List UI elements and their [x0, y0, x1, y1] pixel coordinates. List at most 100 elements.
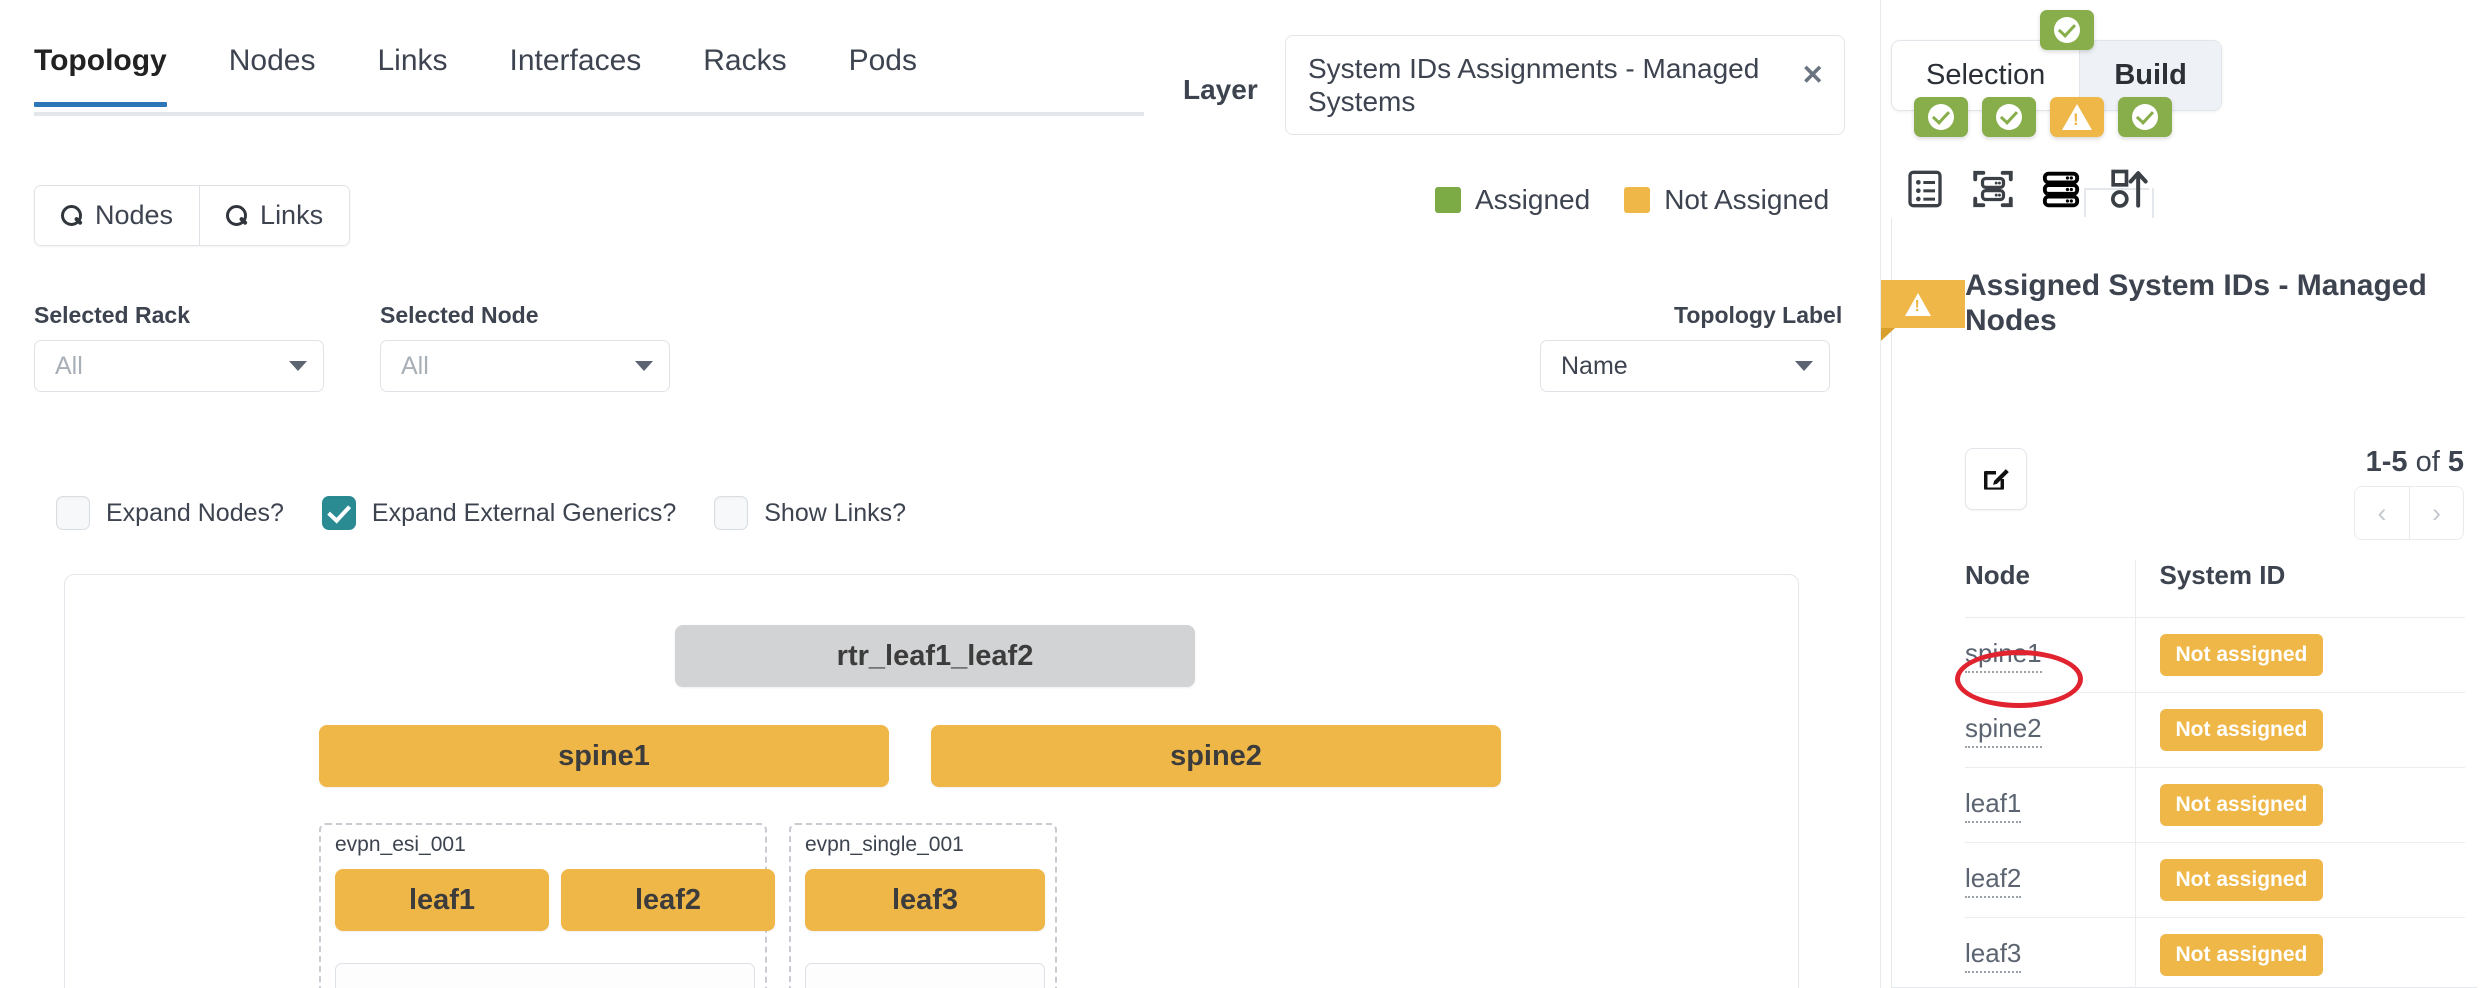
table-row: spine2 Not assigned — [1965, 692, 2465, 768]
tab-pods[interactable]: Pods — [849, 40, 917, 103]
search-nodes-label: Nodes — [95, 200, 174, 230]
table-cell-system-id: Not assigned — [2134, 917, 2465, 988]
legend-label-not-assigned: Not Assigned — [1664, 184, 1830, 215]
pagination-of-label: of — [2415, 446, 2440, 478]
pagination-range: 1-5 — [2365, 446, 2408, 478]
pagination-total: 5 — [2447, 446, 2464, 478]
tab-topology-label: Topology — [34, 44, 167, 77]
status-badge-step3-warn — [2050, 97, 2104, 137]
tab-topology[interactable]: Topology — [34, 40, 167, 107]
status-badge-not-assigned[interactable]: Not assigned — [2159, 859, 2324, 901]
check-circle-icon — [1996, 104, 2022, 130]
segment-selection-label: Selection — [1926, 59, 2046, 91]
checkbox-expand-nodes[interactable]: Expand Nodes? — [56, 496, 284, 530]
tab-pods-label: Pods — [848, 44, 917, 77]
checkbox-show-links[interactable]: Show Links? — [714, 496, 906, 530]
topology-group-evpn-single-001[interactable]: evpn_single_001 leaf3 — [789, 823, 1057, 988]
checkbox-box-checked — [321, 496, 356, 530]
node-link-leaf2[interactable]: leaf2 — [1965, 863, 2022, 898]
tab-nodes[interactable]: Nodes — [229, 40, 316, 103]
layer-select[interactable]: System IDs Assignments - Managed Systems… — [1285, 35, 1845, 136]
search-nodes-button[interactable]: Nodes — [35, 186, 200, 245]
node-link-leaf1[interactable]: leaf1 — [1965, 788, 2022, 823]
topology-group-title: evpn_single_001 — [805, 833, 964, 856]
topology-node-spine1[interactable]: spine1 — [319, 725, 889, 787]
topology-node-leaf2[interactable]: leaf2 — [561, 869, 775, 931]
search-links-button[interactable]: Links — [199, 186, 350, 245]
topology-group-title: evpn_esi_001 — [335, 833, 466, 856]
list-checklist-icon — [1908, 170, 1942, 208]
build-step-deploy[interactable] — [2095, 160, 2163, 218]
pagination-next-button[interactable]: › — [2409, 487, 2463, 539]
topology-node-label: spine2 — [1170, 739, 1262, 772]
segment-build-label: Build — [2114, 59, 2187, 91]
deploy-upload-icon — [2111, 169, 2148, 208]
status-badge-not-assigned[interactable]: Not assigned — [2159, 634, 2324, 676]
table-row: leaf2 Not assigned — [1965, 842, 2465, 918]
column-header-node: Node — [1965, 560, 2135, 618]
legend-swatch-assigned — [1435, 187, 1461, 213]
tab-racks[interactable]: Racks — [703, 40, 786, 103]
table-cell-node: leaf3 — [1965, 917, 2135, 988]
status-badge-not-assigned[interactable]: Not assigned — [2159, 709, 2324, 751]
selected-node-label: Selected Node — [380, 302, 539, 328]
check-circle-icon — [2054, 17, 2080, 43]
checkbox-box — [714, 496, 749, 530]
topology-options-row: Expand Nodes? Expand External Generics? … — [56, 496, 944, 530]
status-badge-not-assigned[interactable]: Not assigned — [2159, 784, 2324, 826]
table-cell-node: spine1 — [1965, 617, 2135, 693]
panel-title: Assigned System IDs - Managed Nodes — [1965, 269, 2427, 338]
warning-triangle-icon — [1905, 292, 1931, 316]
primary-tabbar: Topology Nodes Links Interfaces Racks Po… — [34, 40, 1144, 116]
edit-button[interactable] — [1965, 448, 2027, 510]
search-toggle-group: Nodes Links — [34, 185, 351, 246]
main-pane: Topology Nodes Links Interfaces Racks Po… — [0, 0, 1880, 988]
tab-racks-label: Racks — [703, 44, 787, 77]
build-step-managed-devices[interactable] — [2027, 160, 2095, 218]
node-link-spine2[interactable]: spine2 — [1965, 713, 2042, 748]
topology-group-evpn-esi-001[interactable]: evpn_esi_001 leaf1 leaf2 — [319, 823, 775, 988]
pagination-summary: 1-5 of 5 — [2366, 446, 2464, 479]
topology-node-leaf1[interactable]: leaf1 — [335, 869, 549, 931]
checkbox-expand-external-generics[interactable]: Expand External Generics? — [321, 496, 677, 530]
tab-links[interactable]: Links — [377, 40, 447, 103]
status-badge-build-ok — [2040, 10, 2094, 50]
checkbox-expand-external-generics-label: Expand External Generics? — [371, 498, 677, 527]
panel-warning-flag — [1881, 280, 1965, 350]
checkbox-expand-nodes-label: Expand Nodes? — [106, 498, 284, 527]
chevron-right-icon: › — [2432, 497, 2441, 528]
build-step-policies[interactable] — [1891, 160, 1959, 218]
legend-label-assigned: Assigned — [1475, 184, 1591, 215]
topology-canvas[interactable]: rtr_leaf1_leaf2 spine1 spine2 evpn_esi_0… — [64, 574, 1799, 988]
checkbox-box — [56, 496, 90, 530]
node-link-leaf3[interactable]: leaf3 — [1965, 938, 2022, 973]
selected-rack-select[interactable]: All — [34, 340, 324, 392]
topology-label-select[interactable]: Name — [1540, 340, 1830, 392]
status-badge-step1-ok — [1914, 97, 1968, 137]
search-icon — [226, 204, 248, 227]
topology-node-leaf3[interactable]: leaf3 — [805, 869, 1045, 931]
table-cell-system-id: Not assigned — [2134, 617, 2465, 693]
check-circle-icon — [1928, 104, 1954, 130]
node-link-spine1[interactable]: spine1 — [1965, 638, 2042, 673]
tab-interfaces[interactable]: Interfaces — [510, 40, 642, 103]
close-icon[interactable]: ✕ — [1801, 60, 1824, 90]
topology-node-label: leaf3 — [891, 883, 959, 916]
chevron-down-icon — [635, 361, 653, 371]
selected-node-select[interactable]: All — [380, 340, 670, 392]
status-badge-step4-ok — [2118, 97, 2172, 137]
topology-node-label: spine1 — [558, 739, 650, 772]
build-step-device-profiles[interactable] — [1959, 160, 2027, 218]
tab-links-label: Links — [377, 44, 448, 77]
table-cell-node: leaf1 — [1965, 767, 2135, 843]
step-connector — [2085, 188, 2149, 190]
status-badge-not-assigned[interactable]: Not assigned — [2159, 934, 2324, 976]
status-badge-step2-ok — [1982, 97, 2036, 137]
topology-node-label: rtr_leaf1_leaf2 — [836, 639, 1034, 672]
chevron-left-icon: ‹ — [2377, 497, 2387, 528]
pagination-prev-button[interactable]: ‹ — [2355, 487, 2409, 539]
topology-node-rtr-leaf1-leaf2[interactable]: rtr_leaf1_leaf2 — [675, 625, 1195, 687]
legend-item-assigned: Assigned — [1435, 184, 1590, 216]
topology-node-spine2[interactable]: spine2 — [931, 725, 1501, 787]
